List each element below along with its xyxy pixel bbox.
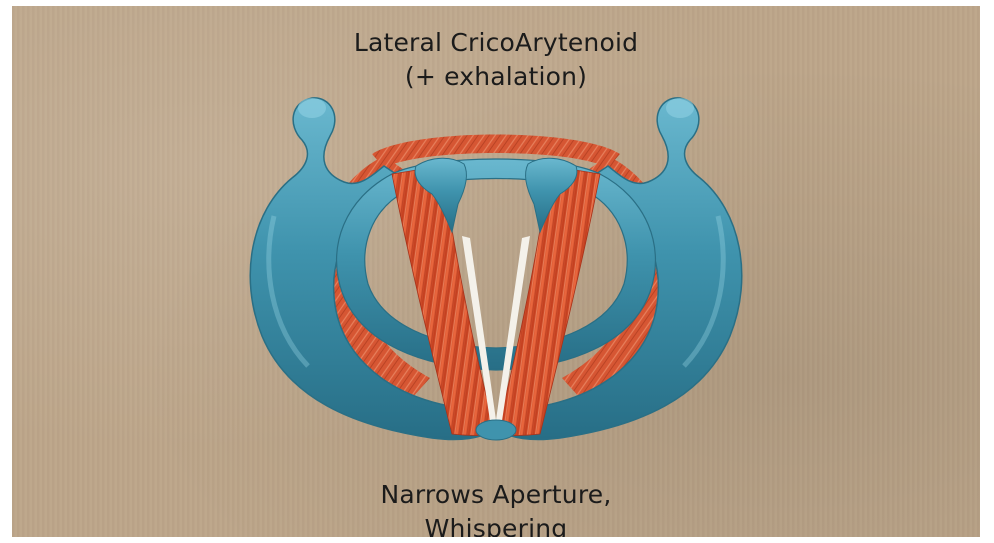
effect-label: Narrows Aperture, xyxy=(12,478,980,512)
effect-caption: Narrows Aperture, Whispering xyxy=(12,478,980,537)
result-label: Whispering xyxy=(12,512,980,537)
larynx-illustration xyxy=(12,6,980,537)
cricoid-ring xyxy=(337,159,656,370)
anterior-commissure xyxy=(476,420,516,440)
video-frame: Lateral CricoArytenoid (+ exhalation) xyxy=(12,6,980,537)
